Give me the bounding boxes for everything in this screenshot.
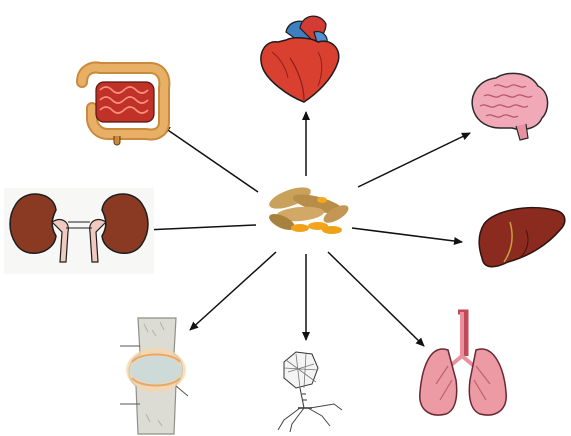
brain-icon — [472, 73, 547, 140]
heart-icon — [261, 16, 339, 102]
intestines-icon — [82, 68, 164, 145]
kidneys-icon — [4, 188, 154, 274]
arrow-to-kidneys — [145, 225, 256, 230]
arrow-to-intestines — [162, 126, 258, 192]
arrow-to-brain — [358, 133, 470, 187]
turmeric-root-icon — [267, 183, 352, 234]
arrow-to-joint — [190, 252, 276, 330]
virus-icon — [278, 352, 342, 432]
liver-icon — [479, 208, 565, 267]
joint-icon — [120, 318, 188, 434]
arrow-to-lungs — [328, 252, 424, 346]
lungs-icon — [420, 312, 506, 415]
arrow-to-liver — [352, 228, 462, 242]
